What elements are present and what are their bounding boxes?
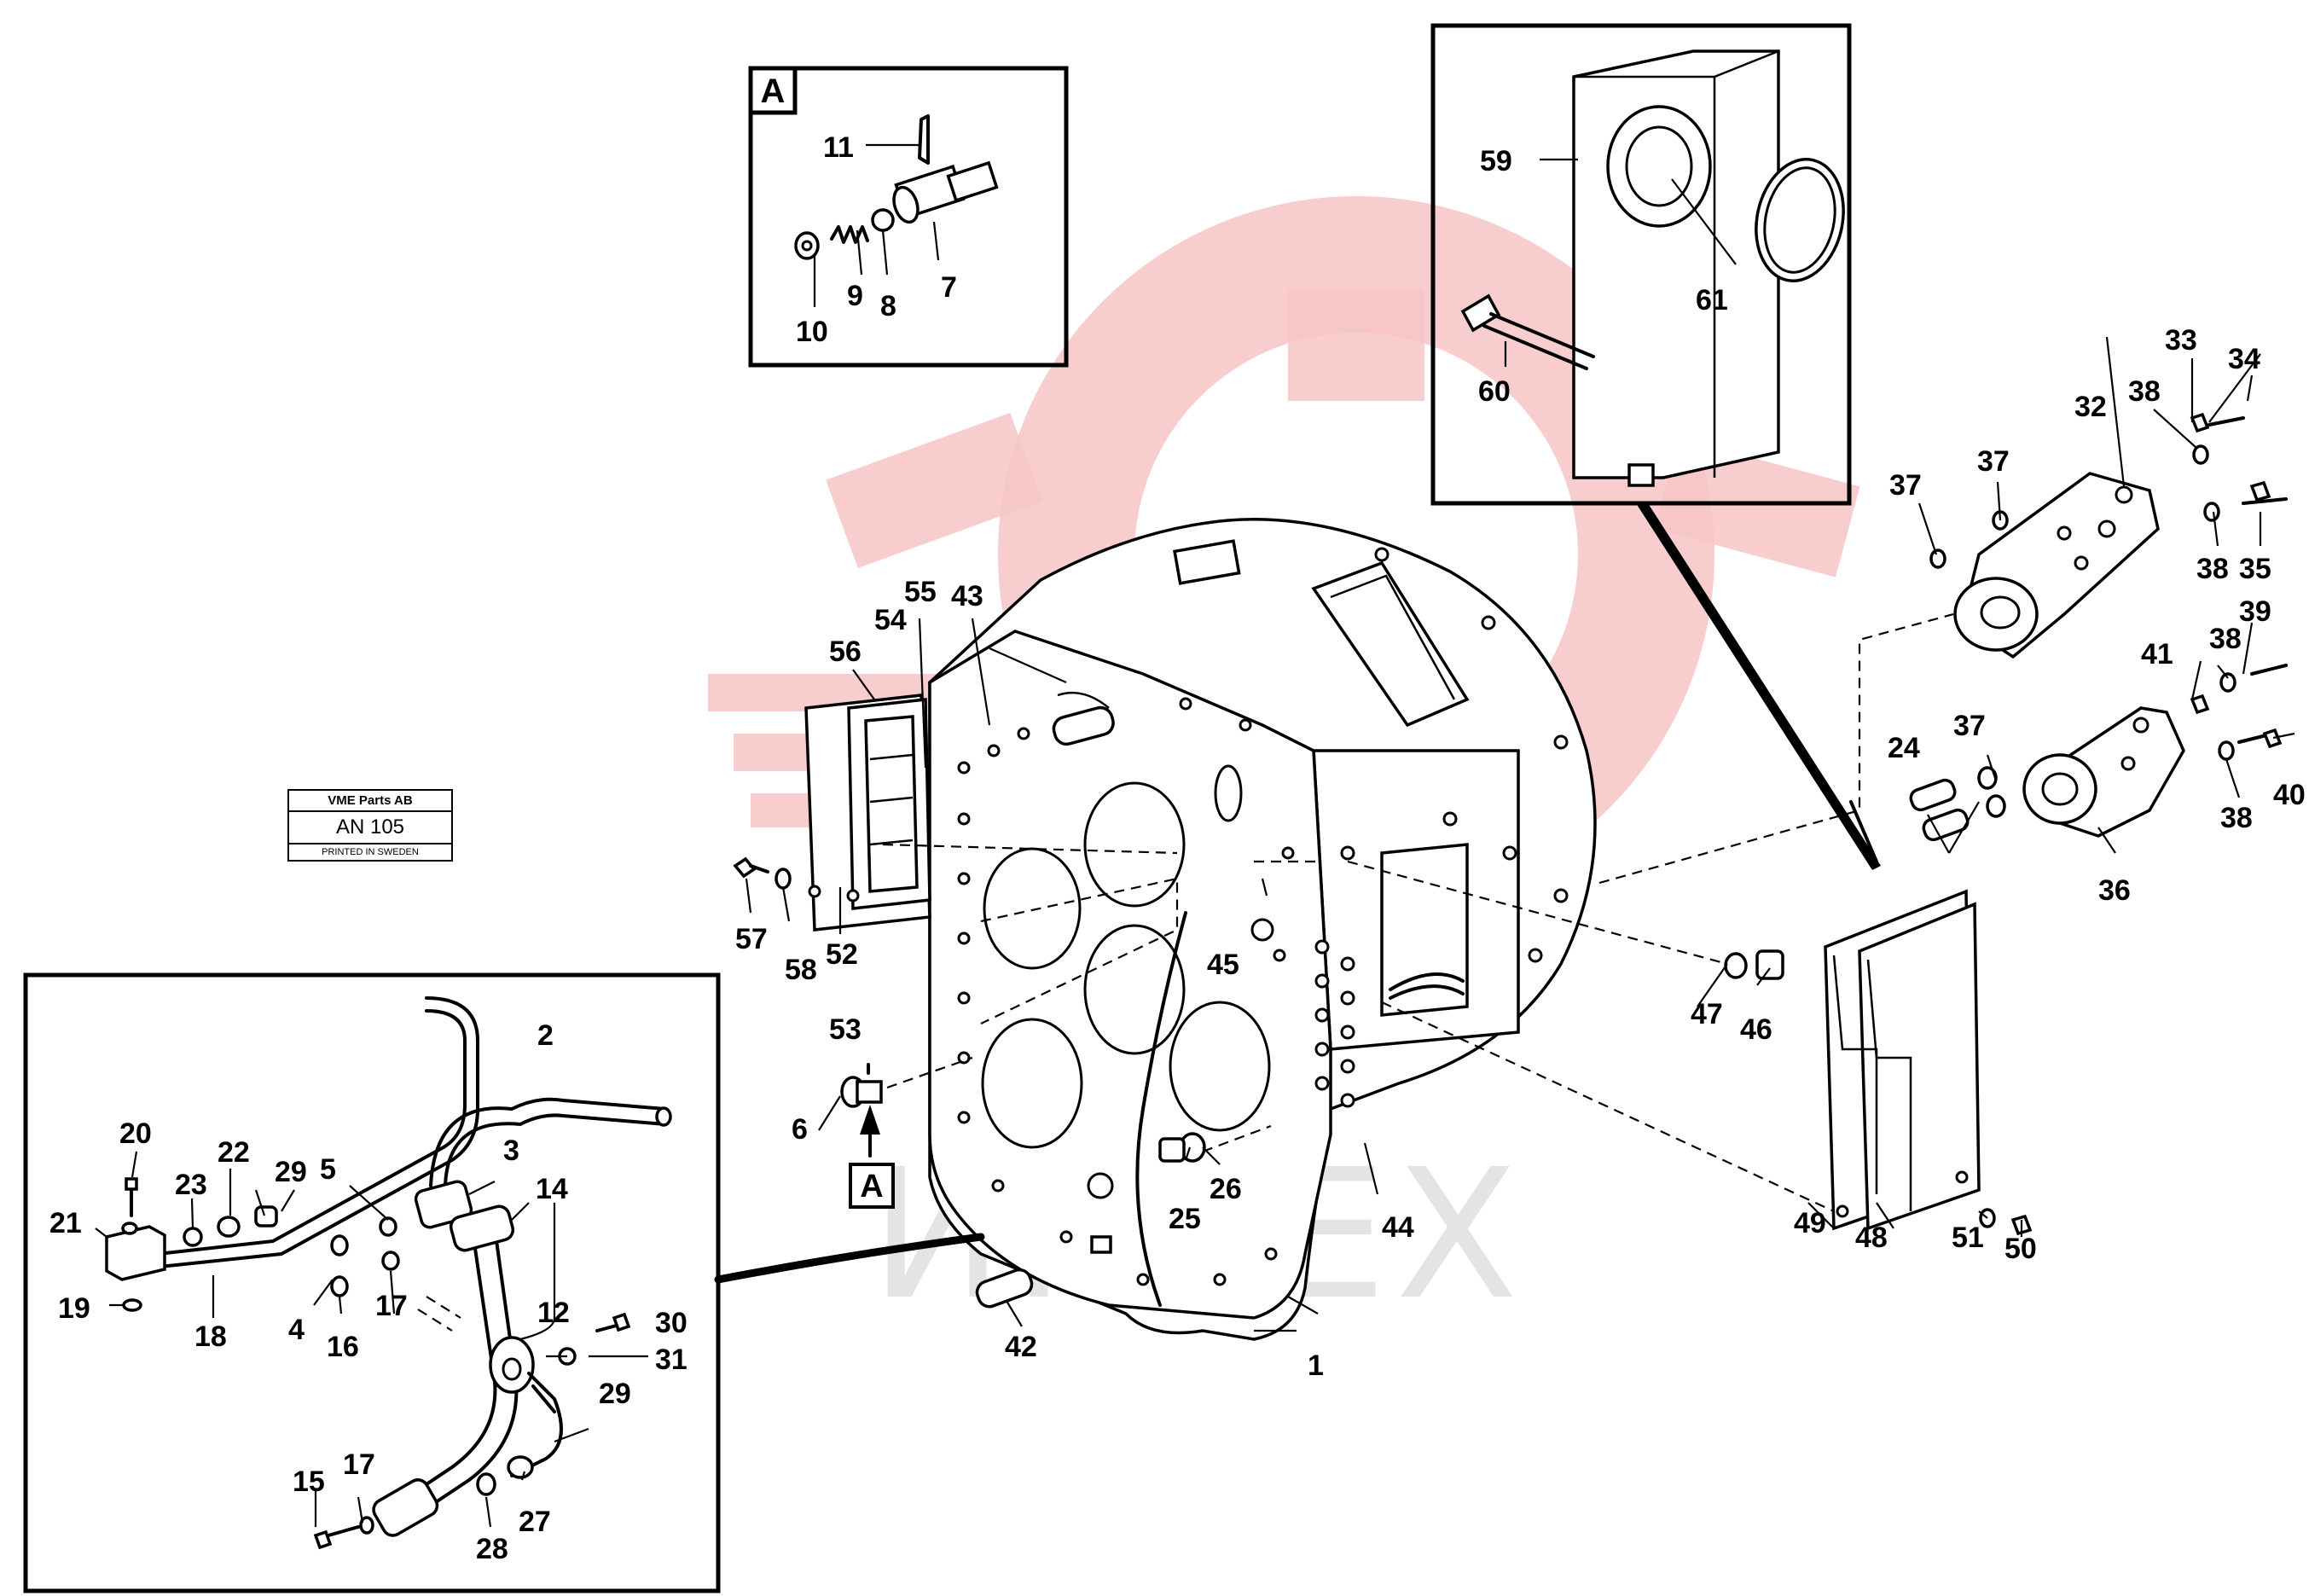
- callout-42: 42: [1005, 1331, 1037, 1363]
- callout-28: 28: [476, 1533, 508, 1565]
- callout-20: 20: [119, 1117, 152, 1150]
- callout-27: 27: [519, 1506, 551, 1538]
- callout-43: 43: [951, 580, 983, 612]
- callout-18: 18: [194, 1320, 227, 1353]
- stamp-code: AN 105: [289, 812, 451, 844]
- callout-48: 48: [1855, 1222, 1888, 1254]
- callout-16: 16: [327, 1331, 359, 1363]
- callout-37b: 37: [1977, 445, 2010, 478]
- callout-60: 60: [1478, 375, 1511, 408]
- callout-59: 59: [1480, 145, 1512, 177]
- callout-29b: 29: [599, 1378, 631, 1410]
- detail-a-marker: A: [761, 73, 786, 110]
- parts-catalog-stamp: VME Parts AB AN 105 PRINTED IN SWEDEN: [287, 789, 453, 862]
- callout-52: 52: [826, 938, 858, 971]
- callout-labels: 1 2 3 4 5 6 7 8 9 10 11 12 14 15 16 17 1…: [49, 131, 2306, 1565]
- callout-12: 12: [537, 1297, 570, 1329]
- callout-9: 9: [847, 280, 863, 312]
- callout-57: 57: [735, 923, 768, 955]
- callout-14: 14: [536, 1173, 568, 1205]
- callout-2: 2: [537, 1019, 554, 1052]
- callout-44: 44: [1382, 1211, 1414, 1244]
- callout-17b: 17: [343, 1448, 375, 1481]
- callout-3: 3: [503, 1135, 519, 1167]
- flywheel-housing: [928, 518, 1597, 1341]
- callout-35: 35: [2239, 553, 2271, 585]
- callout-47: 47: [1691, 998, 1723, 1030]
- stamp-company: VME Parts AB: [289, 791, 451, 812]
- callout-37c: 37: [1953, 710, 1986, 742]
- callout-54: 54: [874, 604, 907, 636]
- callout-6: 6: [792, 1113, 808, 1146]
- callout-49: 49: [1794, 1207, 1826, 1239]
- callout-41: 41: [2141, 638, 2173, 670]
- callout-61: 61: [1696, 284, 1728, 316]
- callout-5: 5: [320, 1153, 336, 1186]
- callout-37a: 37: [1889, 469, 1922, 502]
- callout-38b: 38: [2196, 553, 2229, 585]
- callout-4: 4: [288, 1314, 305, 1346]
- callout-55: 55: [904, 576, 937, 608]
- inspection-cover-left: A: [733, 694, 931, 1209]
- callout-50: 50: [2004, 1233, 2037, 1265]
- stamp-printed: PRINTED IN SWEDEN: [322, 847, 419, 857]
- callout-45: 45: [1207, 949, 1239, 981]
- callout-40: 40: [2273, 779, 2306, 811]
- callout-30: 30: [655, 1307, 687, 1339]
- detail-a-ref-marker: A: [860, 1169, 883, 1204]
- detail-oil-pipe-panel: [23, 972, 721, 1593]
- callout-7: 7: [941, 271, 957, 304]
- callout-1: 1: [1308, 1349, 1324, 1382]
- callout-25: 25: [1169, 1203, 1201, 1235]
- callout-33: 33: [2165, 324, 2197, 357]
- callout-26: 26: [1210, 1173, 1242, 1205]
- callout-23: 23: [175, 1169, 207, 1201]
- callout-38a: 38: [2128, 375, 2161, 408]
- callout-51: 51: [1952, 1222, 1984, 1254]
- callout-29a: 29: [275, 1156, 307, 1188]
- callout-10: 10: [796, 316, 828, 348]
- callout-19: 19: [58, 1292, 90, 1325]
- callout-32: 32: [2074, 391, 2107, 423]
- callout-56: 56: [829, 635, 862, 668]
- callout-22: 22: [218, 1136, 250, 1169]
- callout-53: 53: [829, 1013, 862, 1046]
- callout-8: 8: [880, 290, 896, 322]
- callout-17a: 17: [375, 1290, 408, 1322]
- callout-58: 58: [785, 954, 817, 986]
- leader-lines: [95, 143, 2295, 1528]
- bearing-brackets: [1909, 412, 2288, 842]
- callout-11: 11: [823, 131, 854, 164]
- plate-bolt-holes: [957, 547, 1569, 1286]
- side-cover-plate: [1158, 889, 2033, 1236]
- detail-a-panel: A: [748, 66, 1069, 368]
- callout-31: 31: [655, 1344, 687, 1376]
- detail-bracket-panel: [1430, 23, 1852, 506]
- callout-15: 15: [293, 1465, 325, 1498]
- leader-belt: [714, 1233, 985, 1284]
- projection-lines: [882, 612, 1954, 1212]
- leader-wedge: [1636, 503, 1881, 870]
- callout-21: 21: [49, 1207, 82, 1239]
- callout-24: 24: [1888, 732, 1920, 764]
- callout-46: 46: [1740, 1013, 1772, 1046]
- callout-38c: 38: [2209, 623, 2242, 655]
- callout-36: 36: [2098, 874, 2131, 907]
- callout-38d: 38: [2220, 802, 2253, 834]
- callout-39: 39: [2239, 595, 2271, 628]
- callout-34: 34: [2228, 343, 2260, 375]
